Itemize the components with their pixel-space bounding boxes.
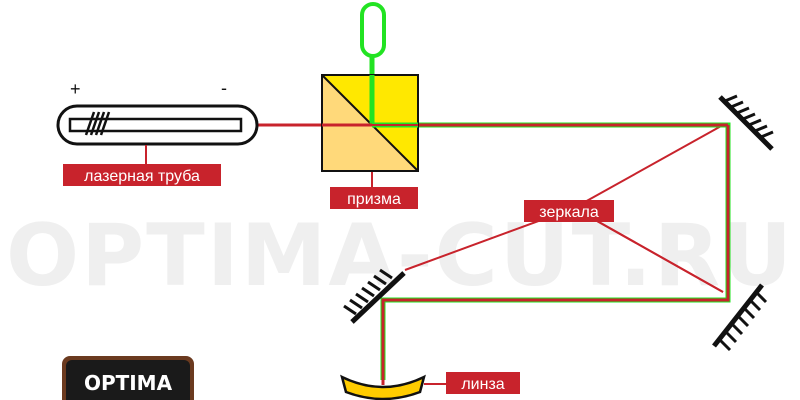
optima-logo: OPTIMA: [62, 356, 194, 400]
svg-text:зеркала: зеркала: [539, 204, 599, 221]
label-lens: линза: [446, 372, 520, 394]
svg-text:линза: линза: [461, 376, 504, 393]
svg-text:OPTIMA: OPTIMA: [84, 371, 173, 395]
watermark-text: OPTIMA-CUT.RU: [6, 206, 794, 306]
mirror-top-right: [718, 94, 774, 151]
svg-text:лазерная труба: лазерная труба: [84, 168, 200, 185]
laser-tube: [56, 104, 259, 146]
green-pointer-device: [360, 2, 386, 58]
plus-sign: +: [70, 79, 81, 99]
mirror-bottom-left: [343, 268, 406, 324]
svg-text:призма: призма: [347, 191, 401, 208]
label-tube: лазерная труба: [63, 164, 221, 186]
mirror-bottom-right: [712, 283, 768, 352]
label-mirrors: зеркала: [524, 200, 614, 222]
lens: [340, 374, 426, 400]
minus-sign: -: [221, 78, 227, 98]
label-prism: призма: [330, 187, 418, 209]
